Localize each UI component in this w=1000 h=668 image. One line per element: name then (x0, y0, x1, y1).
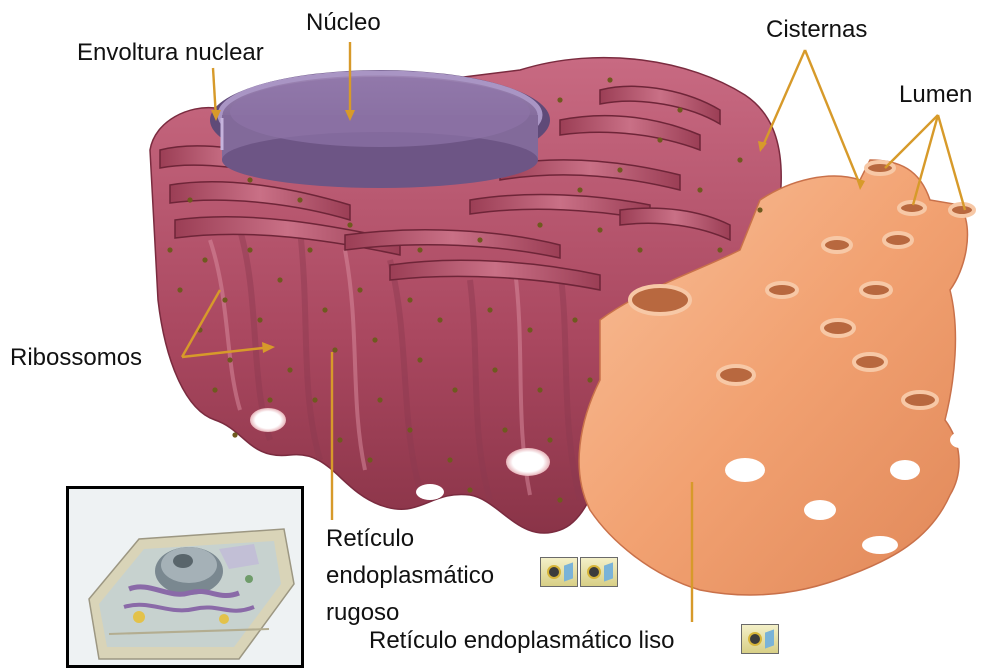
label-rer-line1: Retículo (326, 520, 494, 557)
pointer-cisternas-2 (762, 50, 805, 148)
cell-overview-illustration (69, 489, 301, 665)
label-nucleo: Núcleo (306, 8, 381, 38)
label-ribossomos: Ribossomos (10, 343, 142, 373)
label-reticulo-rugoso: Retículo endoplasmático rugoso (326, 520, 494, 631)
label-cisternas: Cisternas (766, 15, 867, 45)
cell-overview-inset (66, 486, 304, 668)
label-reticulo-liso: Retículo endoplasmático liso (369, 626, 675, 656)
pointer-lumen-3 (938, 115, 965, 210)
pointer-cisternas-1 (805, 50, 860, 185)
label-lumen: Lumen (899, 80, 972, 110)
nucleus (210, 70, 550, 188)
video-camera-icon[interactable] (540, 557, 578, 587)
label-rer-line2: endoplasmático (326, 557, 494, 594)
video-camera-icon[interactable] (580, 557, 618, 587)
label-envoltura-nuclear: Envoltura nuclear (77, 38, 264, 68)
video-camera-icon[interactable] (741, 624, 779, 654)
